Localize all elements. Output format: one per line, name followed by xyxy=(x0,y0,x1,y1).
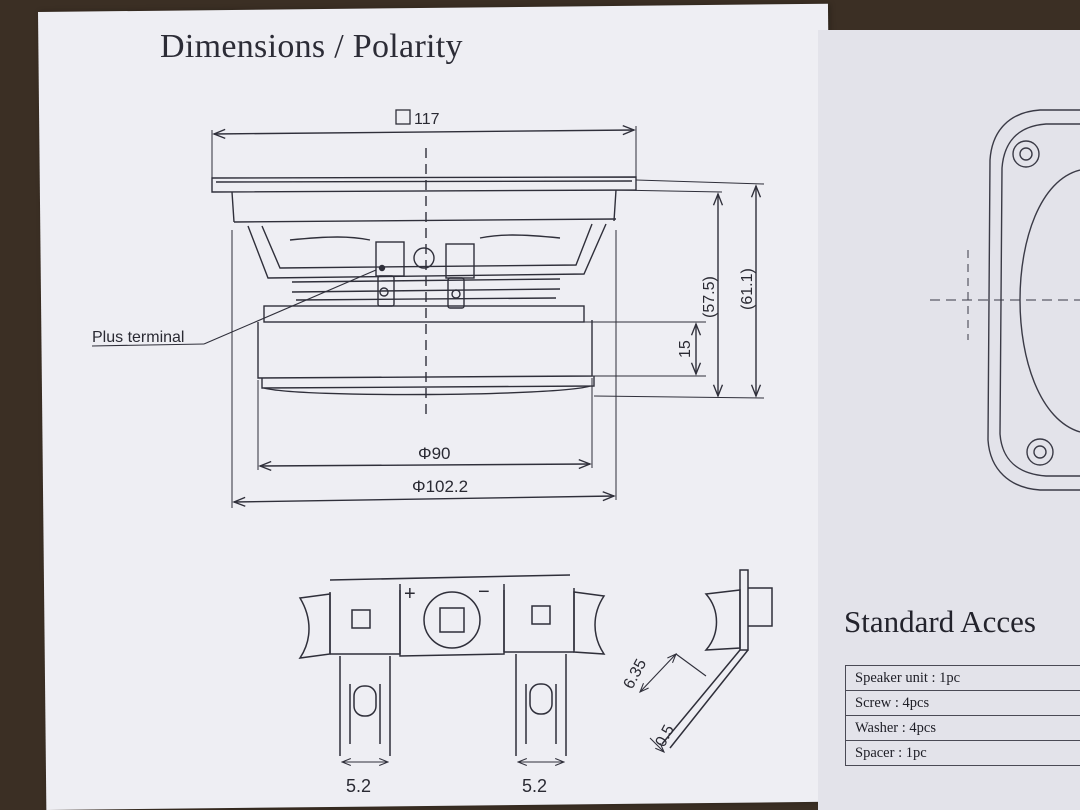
label-phi90: Φ90 xyxy=(418,444,450,463)
plus-terminal-leader xyxy=(203,269,377,345)
dim-phi102 xyxy=(234,496,614,502)
label-terminal-left: 5.2 xyxy=(346,776,371,796)
minus-sign: − xyxy=(478,581,490,603)
magnet xyxy=(257,320,593,379)
dim-0-5 xyxy=(649,737,664,752)
accessory-item: Screw : 4pcs xyxy=(845,690,1080,716)
label-terminal-right: 5.2 xyxy=(522,776,547,796)
label-15: 15 xyxy=(677,340,694,358)
speaker-flange xyxy=(211,176,637,193)
label-57-5: (57.5) xyxy=(701,276,718,318)
square-symbol-icon xyxy=(395,109,411,125)
plus-terminal-tab xyxy=(375,241,405,277)
page-title: Dimensions / Polarity xyxy=(160,28,463,65)
label-117: 117 xyxy=(414,111,440,128)
accessory-item: Spacer : 1pc xyxy=(845,740,1080,766)
top-plate xyxy=(263,305,585,323)
minus-terminal-tab xyxy=(445,243,475,279)
table-row: Speaker unit : 1pc xyxy=(845,665,1080,691)
label-61-1: (61.1) xyxy=(739,268,756,310)
terminal-detail xyxy=(298,569,773,756)
table-row: Washer : 4pcs xyxy=(845,715,1080,741)
table-row: Spacer : 1pc xyxy=(845,740,1080,766)
dim-6-35 xyxy=(640,654,676,692)
plus-sign: + xyxy=(404,583,416,605)
label-0-5: 0.5 xyxy=(653,722,678,750)
label-phi102: Φ102.2 xyxy=(412,477,468,496)
dim-117 xyxy=(214,130,634,134)
accessory-item: Speaker unit : 1pc xyxy=(845,665,1080,691)
accessories-table: Speaker unit : 1pc Screw : 4pcs Washer :… xyxy=(845,665,1080,766)
front-view-drawing xyxy=(930,109,1080,491)
table-row: Screw : 4pcs xyxy=(845,690,1080,716)
label-plus-terminal: Plus terminal xyxy=(92,329,184,346)
accessories-title: Standard Acces xyxy=(844,604,1036,639)
speaker-basket xyxy=(247,223,607,279)
accessory-item: Washer : 4pcs xyxy=(845,715,1080,741)
dim-phi90 xyxy=(260,464,590,466)
